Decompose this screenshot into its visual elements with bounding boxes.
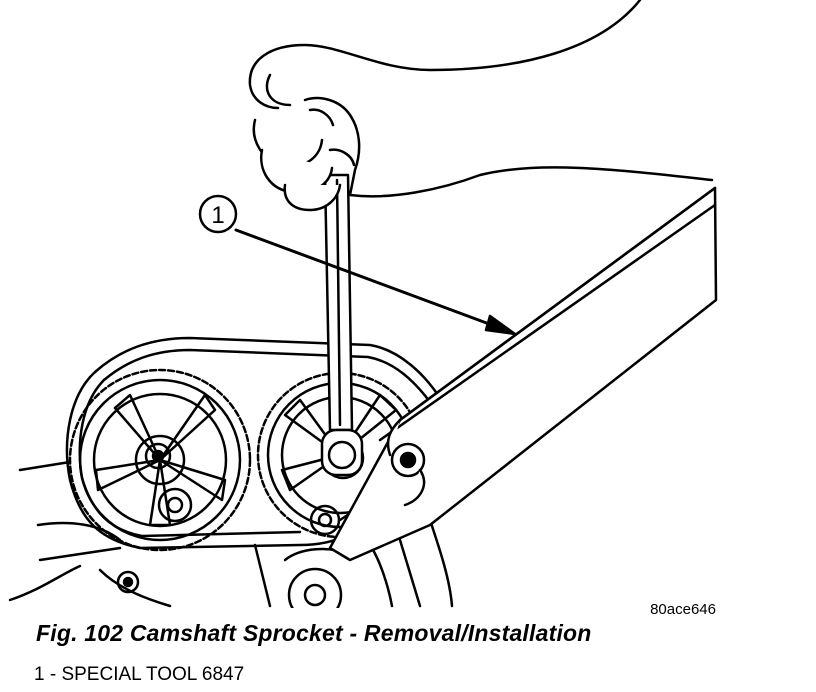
callout-leader <box>234 228 517 336</box>
callout-number: 1 <box>211 202 224 229</box>
camshaft-sprocket-illustration: 1 80ace646 <box>8 0 718 618</box>
legend-item-1: 1 - SPECIAL TOOL 6847 <box>34 664 245 685</box>
callout-1: 1 <box>198 194 238 234</box>
engine-block-outline <box>8 460 454 608</box>
figure-caption: Fig. 102 Camshaft Sprocket - Removal/Ins… <box>36 620 592 646</box>
special-tool-bar <box>328 186 718 562</box>
hand-drawing <box>248 0 714 212</box>
wrench-handle <box>320 173 364 477</box>
callout-circle <box>198 194 238 234</box>
left-camshaft-sprocket <box>68 368 252 552</box>
image-reference-code: 80ace646 <box>650 601 716 618</box>
